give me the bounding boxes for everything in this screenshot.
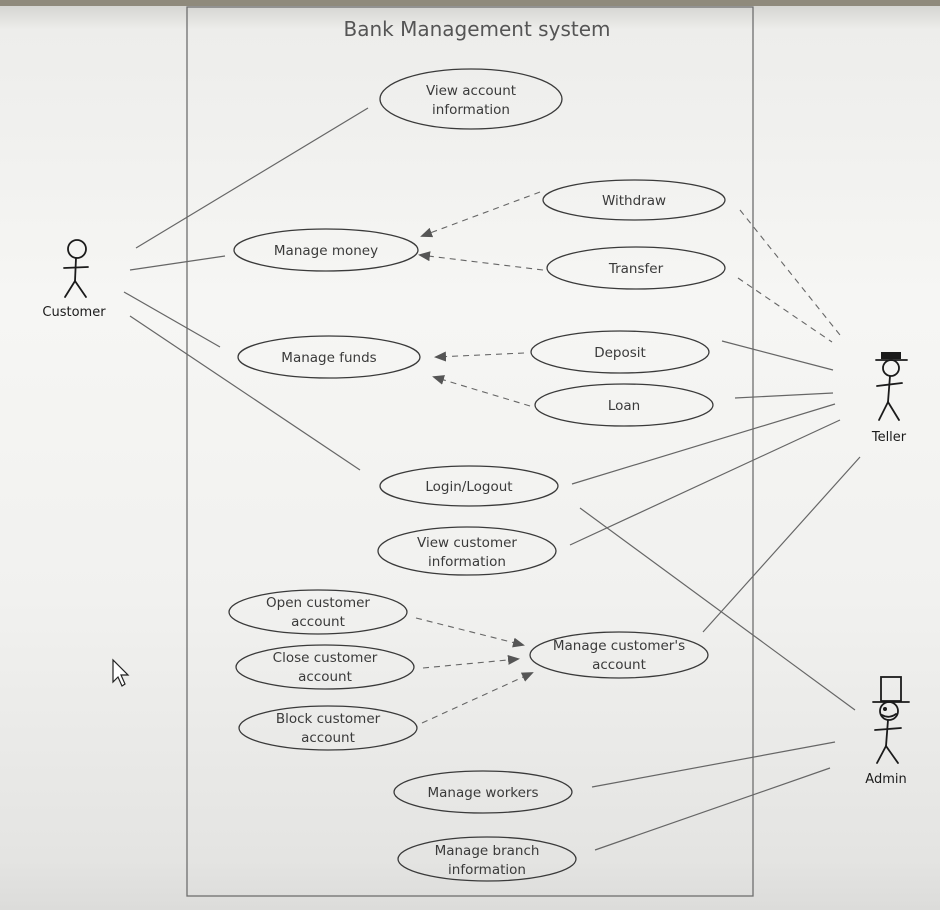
use-case-label: Manage customer's xyxy=(553,638,685,654)
use-case-label: Close customer xyxy=(273,650,378,666)
use-case-block-account[interactable]: Block customer account xyxy=(238,705,418,751)
use-case-label: information xyxy=(432,102,510,118)
use-case-label: information xyxy=(428,554,506,570)
actor-admin[interactable]: Admin xyxy=(865,676,910,787)
use-case-label: account xyxy=(298,669,352,685)
mouse-cursor-icon xyxy=(112,658,130,687)
use-case-label: Withdraw xyxy=(602,193,666,209)
use-case-deposit[interactable]: Deposit xyxy=(530,330,710,374)
system-boundary xyxy=(186,6,754,897)
use-case-login[interactable]: Login/Logout xyxy=(379,465,559,507)
stick-figure-with-hat-icon xyxy=(875,352,908,421)
teller-associations xyxy=(569,209,861,633)
include-relations xyxy=(415,191,544,724)
use-case-manage-money[interactable]: Manage money xyxy=(233,228,419,272)
use-case-open-account[interactable]: Open customer account xyxy=(228,589,408,635)
use-case-label: account xyxy=(301,730,355,746)
admin-associations xyxy=(579,507,856,851)
use-case-label: Transfer xyxy=(608,261,664,277)
actor-teller[interactable]: Teller xyxy=(871,352,908,445)
customer-associations xyxy=(123,107,369,471)
use-case-transfer[interactable]: Transfer xyxy=(546,246,726,290)
use-case-label: Manage money xyxy=(274,243,378,259)
use-case-withdraw[interactable]: Withdraw xyxy=(542,179,726,221)
use-case-label: Block customer xyxy=(276,711,381,727)
actor-label: Admin xyxy=(865,772,906,787)
use-case-label: account xyxy=(291,614,345,630)
actor-label: Teller xyxy=(871,430,907,445)
use-case-label: Manage workers xyxy=(428,785,539,801)
use-case-label: account xyxy=(592,657,646,673)
use-case-manage-branch[interactable]: Manage branch information xyxy=(397,836,577,882)
use-case-manage-customers-account[interactable]: Manage customer's account xyxy=(529,631,709,679)
use-case-label: information xyxy=(448,862,526,878)
use-case-label: Login/Logout xyxy=(425,479,512,495)
use-case-view-customer[interactable]: View customer information xyxy=(377,526,557,576)
use-case-loan[interactable]: Loan xyxy=(534,383,714,427)
stick-figure-icon xyxy=(63,239,89,298)
diagram-title: Bank Management system xyxy=(343,17,610,41)
actor-label: Customer xyxy=(42,305,106,320)
use-case-label: View customer xyxy=(417,535,517,551)
use-case-manage-workers[interactable]: Manage workers xyxy=(393,770,573,814)
use-case-label: View account xyxy=(426,83,516,99)
use-case-label: Open customer xyxy=(266,595,370,611)
use-case-close-account[interactable]: Close customer account xyxy=(235,644,415,690)
use-case-manage-funds[interactable]: Manage funds xyxy=(237,335,421,379)
use-case-label: Manage funds xyxy=(281,350,376,366)
actor-customer[interactable]: Customer xyxy=(42,239,106,320)
use-case-label: Deposit xyxy=(594,345,646,361)
use-case-view-account[interactable]: View account information xyxy=(379,68,563,130)
top-band xyxy=(0,0,940,6)
use-case-label: Manage branch xyxy=(435,843,540,859)
stick-figure-top-hat-icon xyxy=(872,676,910,764)
use-case-label: Loan xyxy=(608,398,640,414)
